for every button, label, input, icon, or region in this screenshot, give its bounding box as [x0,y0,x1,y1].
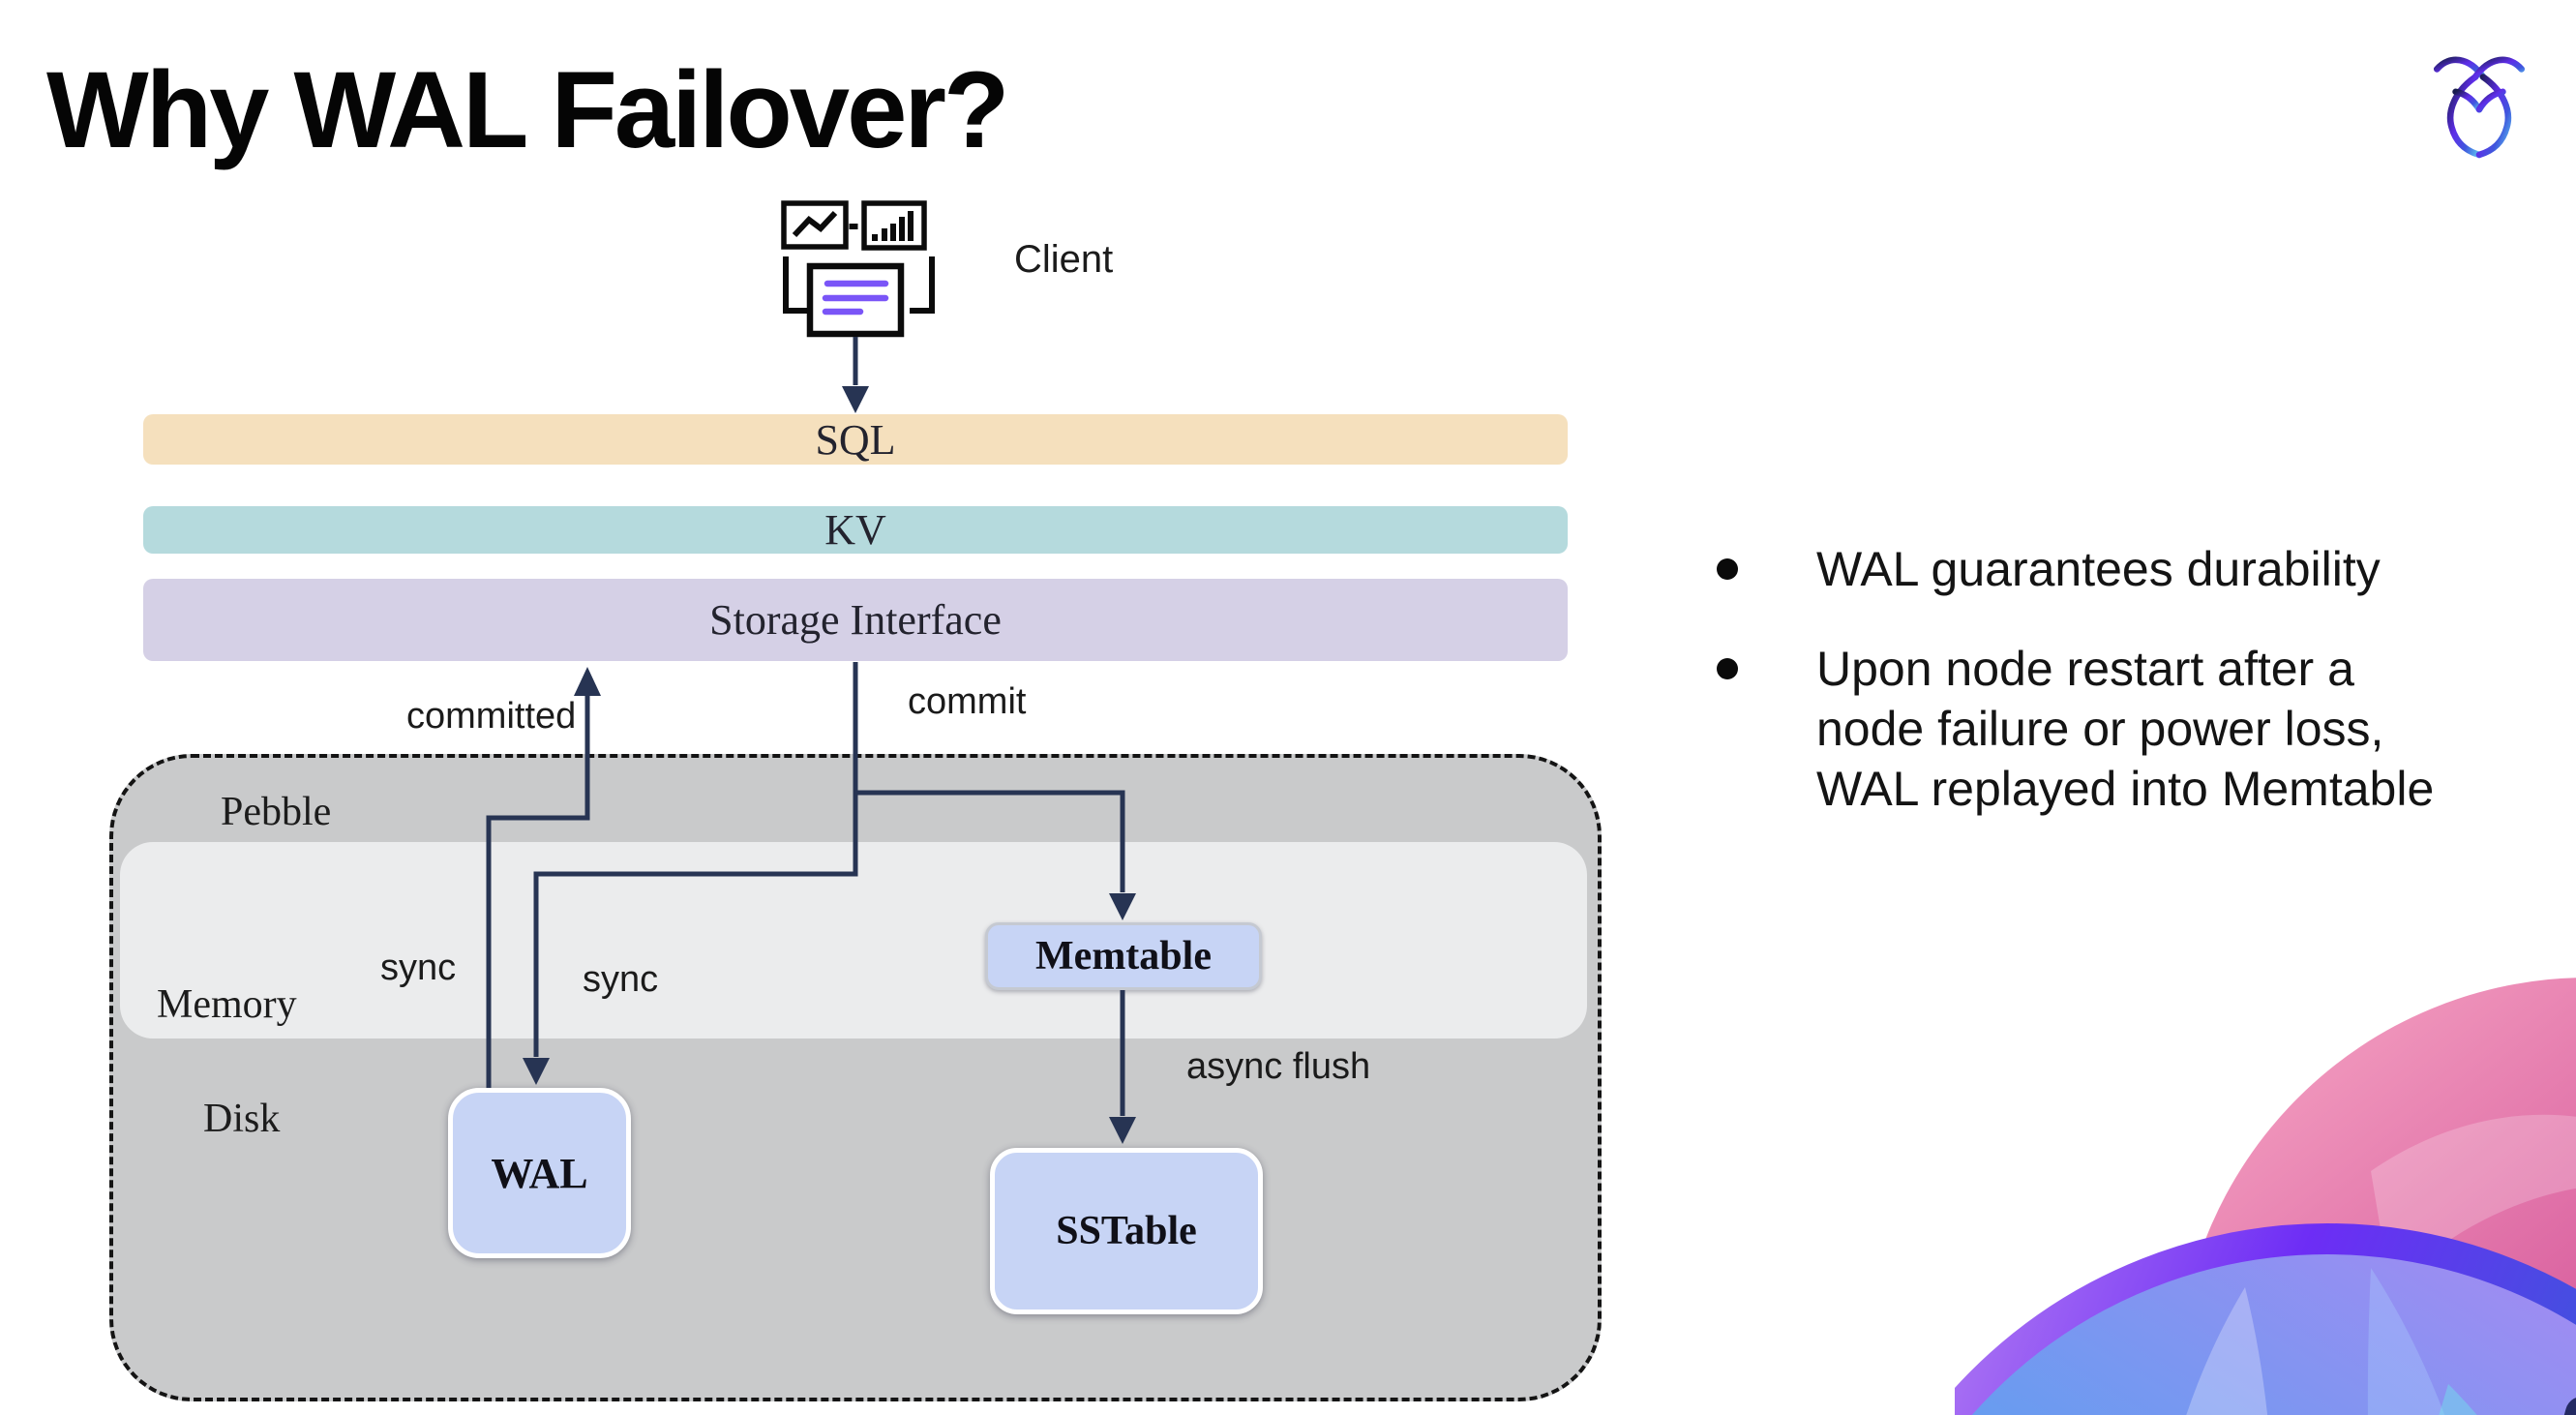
bracket-right [910,256,935,314]
leaf-shape [2367,1268,2445,1415]
bullet-list: WAL guarantees durability Upon node rest… [1715,539,2547,819]
bullet-item: WAL guarantees durability [1715,539,2547,599]
bullet-item: Upon node restart after a node failure o… [1715,639,2547,819]
memtable-node: Memtable [985,922,1262,990]
pebble-label: Pebble [221,790,332,834]
sphere-rim [1955,1223,2576,1415]
committed-label: committed [406,696,577,737]
wal-node: WAL [448,1088,631,1258]
layer-storage-interface-label: Storage Interface [709,596,1002,644]
sync-right-label: sync [583,959,659,1000]
line-chart-icon [781,200,849,250]
disk-label: Disk [203,1097,281,1141]
layer-sql-label: SQL [815,415,896,464]
page-title: Why WAL Failover? [46,49,1009,170]
layer-storage-interface: Storage Interface [143,579,1568,661]
memory-region [120,842,1587,1039]
client-label: Client [1014,238,1114,281]
document-text-lines [822,280,889,316]
leaf-shape [2186,1287,2268,1415]
layer-sql: SQL [143,414,1568,465]
async-flush-label: async flush [1186,1046,1371,1087]
client-terminal-icon [779,198,939,341]
layer-kv: KV [143,506,1568,554]
cockroachdb-logo-icon [2430,45,2529,161]
blue-sphere [1955,1239,2576,1415]
bracket-left [783,256,808,314]
arrowhead-sql [842,386,869,413]
sstable-node: SSTable [990,1148,1263,1314]
memory-label: Memory [157,982,297,1027]
dash-glyph [849,224,858,229]
sync-left-label: sync [380,948,457,988]
arrowhead-committed [574,667,601,696]
memtable-label: Memtable [1035,934,1212,978]
leaf-shape [2439,1384,2477,1415]
brand-sphere-art [1955,939,2576,1415]
sstable-label: SSTable [1056,1209,1197,1253]
wal-label: WAL [491,1149,588,1197]
commit-label: commit [908,681,1027,722]
layer-kv-label: KV [824,506,886,554]
